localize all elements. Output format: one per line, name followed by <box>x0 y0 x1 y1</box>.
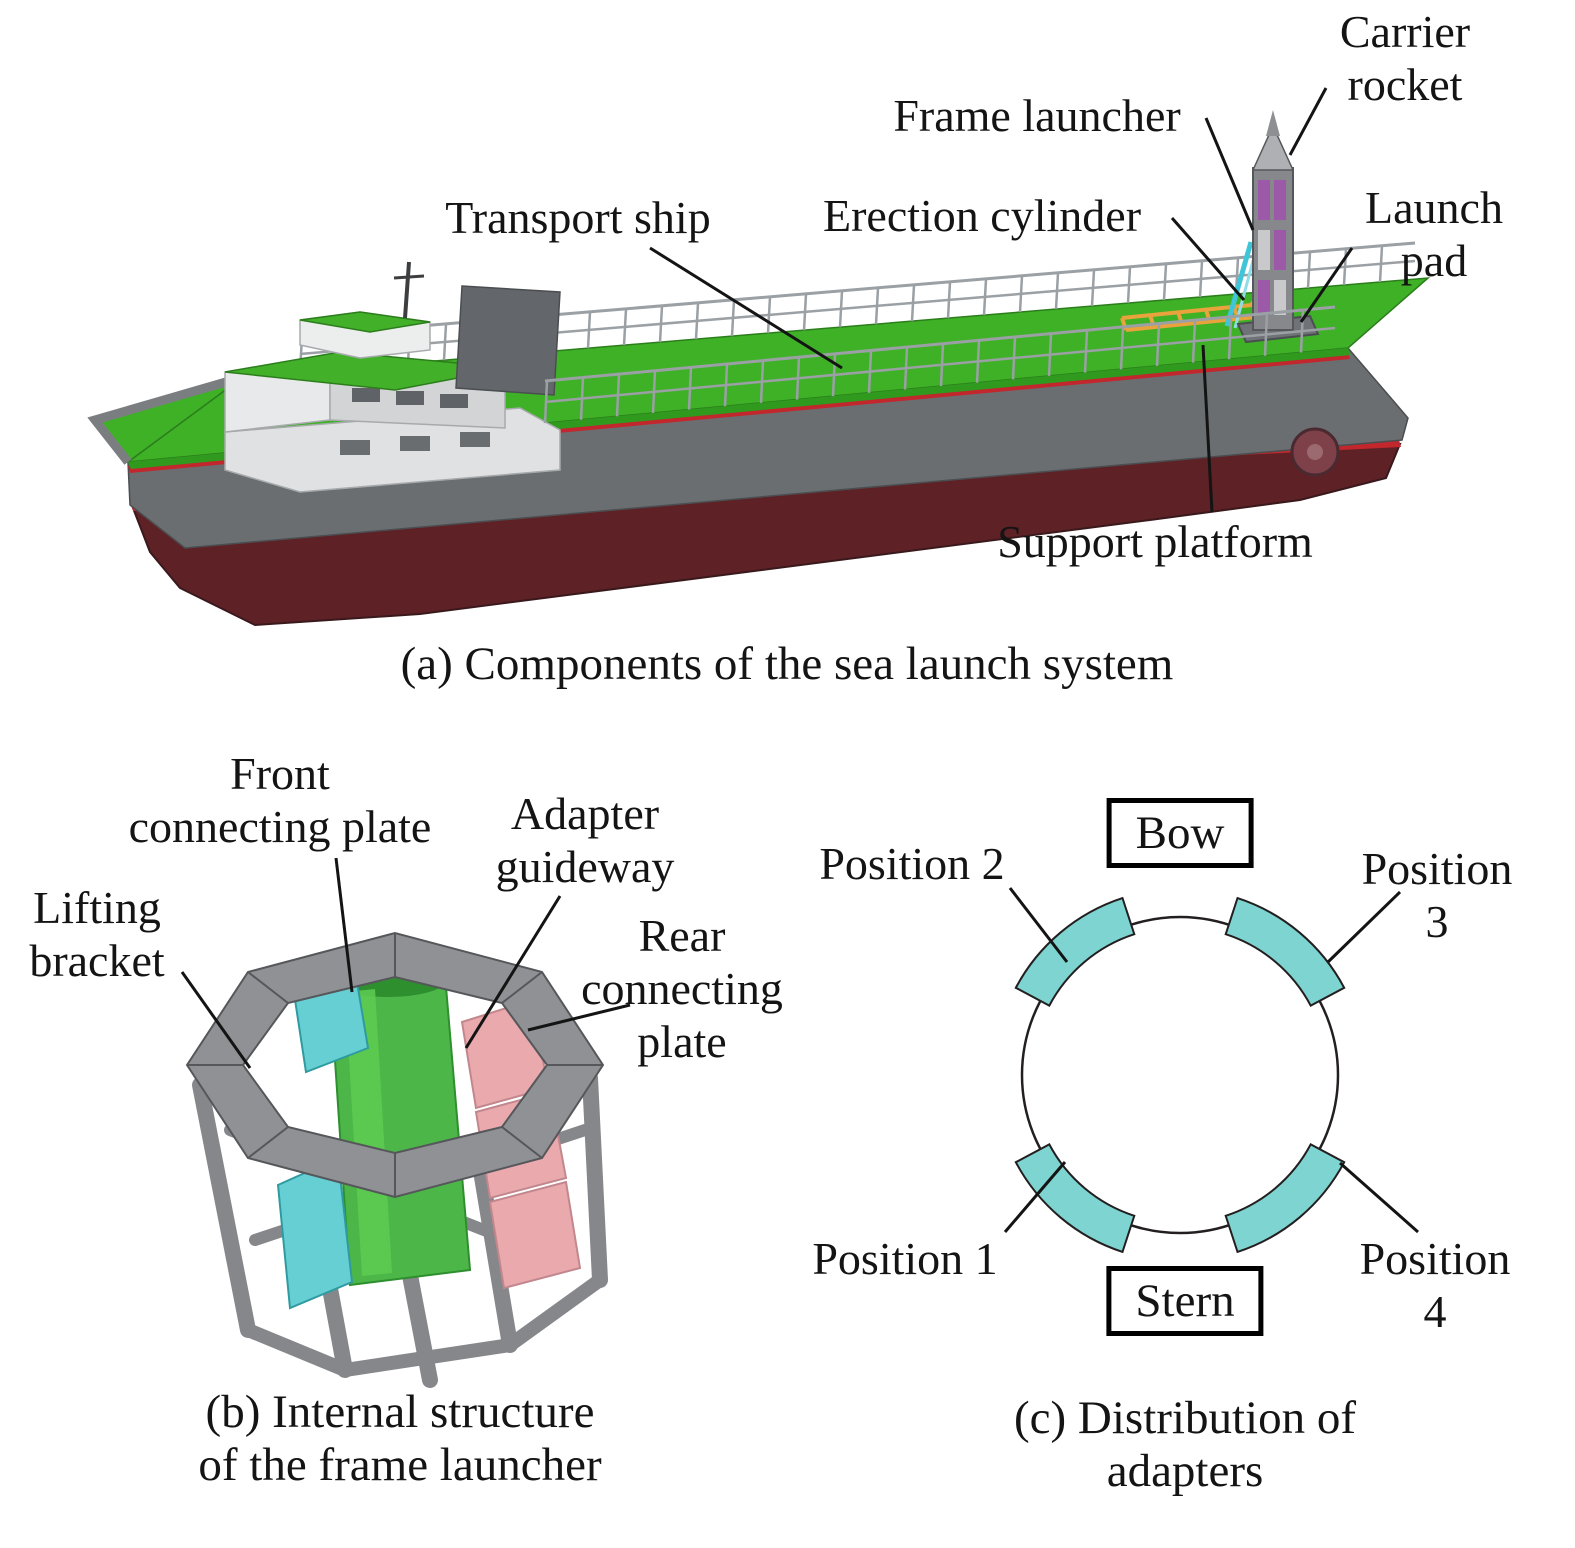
panel-c-caption: (c) Distribution of adapters <box>1014 1392 1356 1498</box>
leader-front-connecting-plate <box>334 857 354 993</box>
leader-carrier-rocket <box>1288 87 1328 156</box>
panel-a-caption: (a) Components of the sea launch system <box>400 638 1174 690</box>
label-transport-ship: Transport ship <box>445 192 711 243</box>
adapter-arc-position-3 <box>1224 896 1346 1007</box>
frame-launcher-tower <box>1251 110 1295 331</box>
rocket-cross-section-circle <box>1020 915 1340 1235</box>
label-launch-pad: Launch pad <box>1365 182 1503 286</box>
label-adapter-guideway: Adapter guideway <box>495 788 675 892</box>
label-erection-cylinder: Erection cylinder <box>822 190 1142 241</box>
leader-adapter-guideway <box>464 895 562 1049</box>
near-railing <box>543 305 1336 424</box>
adapter-distribution-diagram <box>1003 887 1419 1254</box>
leader-support-platform <box>1201 344 1214 513</box>
label-lifting-bracket: Lifting bracket <box>29 882 165 986</box>
leader-position-1 <box>1003 1161 1067 1233</box>
bow-box: Bow <box>1106 798 1254 869</box>
leader-launch-pad <box>1299 247 1354 323</box>
bow-bulwark <box>87 372 245 465</box>
label-support-platform: Support platform <box>997 516 1313 567</box>
leader-position-4 <box>1339 1161 1419 1234</box>
label-rear-connecting-plate: Rear connecting plate <box>581 910 783 1067</box>
superstructure-panel <box>455 285 561 396</box>
propeller <box>1290 427 1340 477</box>
label-carrier-rocket: Carrier rocket <box>1339 6 1471 110</box>
hull-bottom <box>131 442 1402 627</box>
leader-lifting-bracket <box>180 971 252 1069</box>
panel-c-leader-lines <box>1003 887 1419 1234</box>
leader-transport-ship <box>649 246 843 370</box>
panel-a-leader-lines <box>649 87 1354 513</box>
leader-frame-launcher <box>1204 117 1255 231</box>
label-position-3: Position 3 <box>1361 843 1513 947</box>
adapter-arc-position-2 <box>1014 896 1136 1007</box>
sea-launch-system-illustration <box>87 87 1431 627</box>
label-position-2: Position 2 <box>819 838 1005 889</box>
carrier-rocket-nose <box>1251 124 1295 171</box>
superstructure <box>224 261 561 493</box>
adapter-arc-position-1 <box>1014 1143 1136 1254</box>
panel-b-leader-lines <box>180 857 631 1069</box>
leader-position-3 <box>1326 890 1402 964</box>
label-front-connecting-plate: Front connecting plate <box>128 748 432 852</box>
panel-b-caption: (b) Internal structure of the frame laun… <box>198 1386 602 1492</box>
stern-box: Stern <box>1106 1266 1264 1337</box>
adapter-arc-position-4 <box>1224 1143 1346 1254</box>
leader-rear-connecting-plate <box>527 1003 631 1032</box>
label-position-1: Position 1 <box>812 1233 998 1284</box>
frame-launcher-structure-illustration <box>180 857 631 1388</box>
leader-position-2 <box>1008 887 1069 963</box>
label-frame-launcher: Frame launcher <box>893 90 1181 141</box>
label-position-4: Position 4 <box>1359 1233 1511 1337</box>
ring-facets <box>187 933 603 1197</box>
leader-erection-cylinder <box>1170 217 1246 301</box>
